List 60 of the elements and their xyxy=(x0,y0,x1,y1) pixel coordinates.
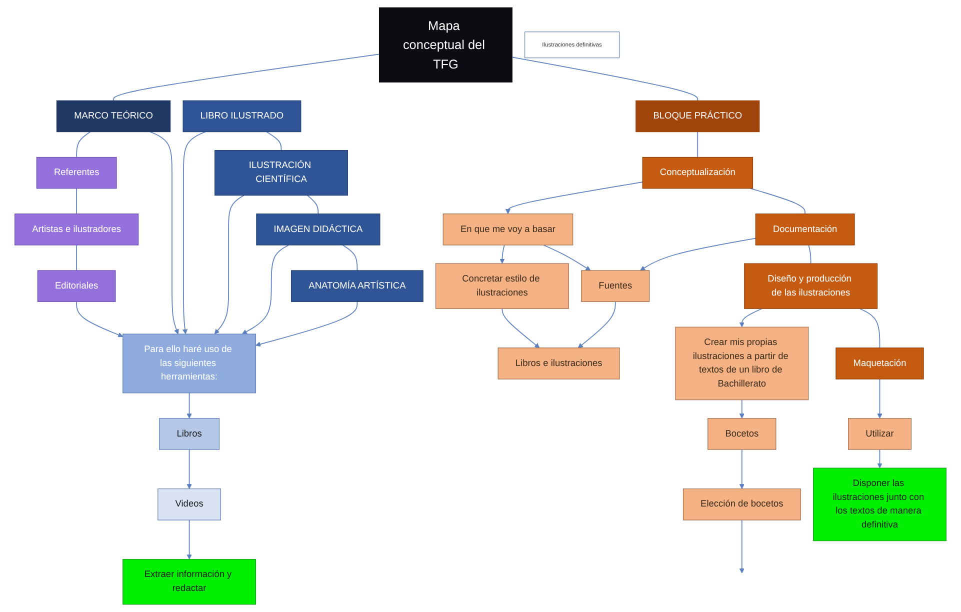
connector xyxy=(859,308,880,348)
arrow xyxy=(186,520,192,560)
arrow xyxy=(739,399,744,419)
node-box: Maquetación xyxy=(836,348,924,380)
node-box: Diseño y producción de las ilustraciones xyxy=(744,263,878,309)
connector xyxy=(76,131,91,158)
arrow xyxy=(186,392,192,419)
connector xyxy=(512,56,698,102)
connector xyxy=(750,188,806,214)
connector xyxy=(808,244,812,264)
node-box: Libros e ilustraciones xyxy=(498,348,620,380)
arrow xyxy=(182,131,206,334)
connector xyxy=(307,194,319,214)
node-box: Fuentes xyxy=(581,270,650,302)
node-box: Documentación xyxy=(755,214,855,246)
arrow xyxy=(186,449,192,490)
node-box: LIBRO ILUSTRADO xyxy=(182,100,302,132)
node-box: Mapa conceptual del TFG xyxy=(378,7,512,82)
arrow xyxy=(877,378,882,419)
arrow xyxy=(578,301,616,348)
arrow xyxy=(242,244,290,334)
node-box: Libros xyxy=(159,418,220,450)
arrow xyxy=(76,301,124,338)
arrow xyxy=(214,194,244,334)
arrow xyxy=(640,238,756,271)
arrow xyxy=(505,182,643,214)
arrow xyxy=(150,131,179,334)
node-box: Editoriales xyxy=(37,270,116,302)
node-box: ANATOMÍA ARTÍSTICA xyxy=(291,270,424,302)
connector xyxy=(342,244,358,271)
node-box: IMAGEN DIDÁCTICA xyxy=(256,214,380,246)
node-box: BLOQUE PRÁCTICO xyxy=(636,100,760,132)
node-box: Artistas e ilustradores xyxy=(14,214,139,246)
node-box: MARCO TEÓRICO xyxy=(56,100,171,132)
arrow xyxy=(543,244,591,271)
arrow xyxy=(500,244,505,264)
node-box: Bocetos xyxy=(708,418,776,450)
node-box: Crear mis propias ilustraciones a partir de textos de un libro de Bachillerato xyxy=(675,326,809,400)
connector xyxy=(266,131,282,151)
node-box: ILUSTRACIÓN CIENTÍFICA xyxy=(214,150,348,196)
node-box: Disponer las ilustraciones junto con los textos de manera definitiva xyxy=(813,468,946,542)
node-box: Videos xyxy=(158,488,221,520)
node-box: Conceptualización xyxy=(642,156,754,189)
node-box: Para ello haré uso de las siguientes herramientas: xyxy=(122,334,256,394)
connector xyxy=(697,131,698,158)
node-box: Elección de bocetos xyxy=(682,488,801,520)
connector xyxy=(76,244,78,271)
node-box: Utilizar xyxy=(848,418,912,450)
arrow xyxy=(877,449,882,468)
connector xyxy=(76,188,78,214)
arrow xyxy=(739,308,762,328)
connector xyxy=(113,54,380,102)
node-box: Extraer información y redactar xyxy=(122,559,256,605)
arrow xyxy=(502,308,540,348)
arrow xyxy=(739,520,744,574)
node-box: Referentes xyxy=(36,156,117,189)
node-box: En que me voy a basar xyxy=(442,214,574,246)
arrow xyxy=(739,449,744,490)
node-box: Concretar estilo de ilustraciones xyxy=(435,263,569,309)
arrow xyxy=(256,301,358,347)
